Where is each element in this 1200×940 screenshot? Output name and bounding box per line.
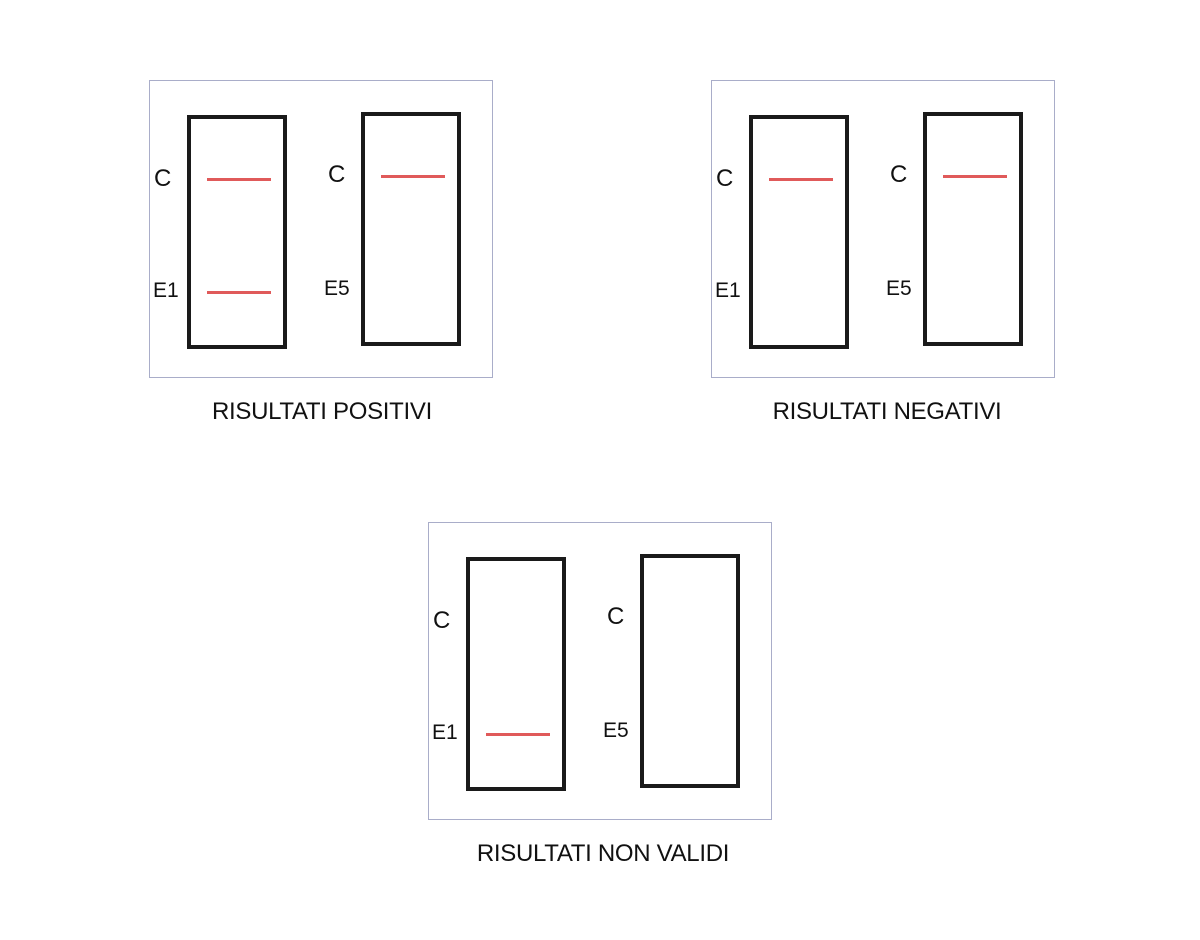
panel-positive: C E1 C E5 (149, 80, 493, 378)
control-band (769, 178, 833, 181)
strip-1-test-label: E1 (432, 721, 458, 744)
strip-1-test-label: E1 (153, 279, 179, 302)
strip-1-control-label: C (433, 607, 451, 634)
strip-1-test-label: E1 (715, 279, 741, 302)
strip-2-control-label: C (328, 161, 346, 188)
control-band (381, 175, 445, 178)
caption-positive: RISULTATI POSITIVI (212, 398, 432, 425)
panel-invalid: C E1 C E5 (428, 522, 772, 820)
test-strip-1 (749, 115, 849, 349)
test-strip-1 (187, 115, 287, 349)
strip-2-test-label: E5 (603, 719, 629, 742)
control-band (207, 178, 271, 181)
test-strip-2 (361, 112, 461, 346)
strip-1-control-label: C (154, 165, 172, 192)
test-band (486, 733, 550, 736)
strip-2-test-label: E5 (886, 277, 912, 300)
control-band (943, 175, 1007, 178)
caption-negative: RISULTATI NEGATIVI (772, 398, 1002, 425)
caption-invalid: RISULTATI NON VALIDI (476, 840, 730, 867)
test-strip-2 (640, 554, 740, 788)
test-strip-2 (923, 112, 1023, 346)
strip-2-control-label: C (607, 603, 625, 630)
strip-1-control-label: C (716, 165, 734, 192)
strip-2-control-label: C (890, 161, 908, 188)
test-strip-1 (466, 557, 566, 791)
test-band (207, 291, 271, 294)
panel-negative: C E1 C E5 (711, 80, 1055, 378)
strip-2-test-label: E5 (324, 277, 350, 300)
